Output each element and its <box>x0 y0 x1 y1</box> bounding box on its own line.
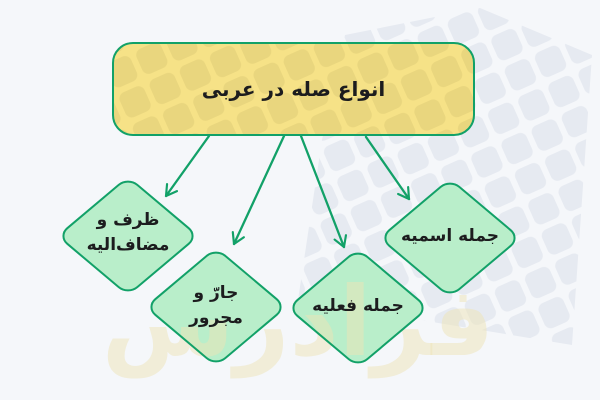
watermark-text: فرادرس <box>102 266 494 378</box>
connector-arrow-esmiyeh <box>364 135 411 201</box>
title-box-outline <box>112 42 475 136</box>
title-box-tile-overlay <box>113 43 474 135</box>
connector-arrow-jar <box>231 134 286 246</box>
connector-arrow-zarf <box>164 134 211 198</box>
connector-arrow-feliyeh <box>299 134 348 249</box>
